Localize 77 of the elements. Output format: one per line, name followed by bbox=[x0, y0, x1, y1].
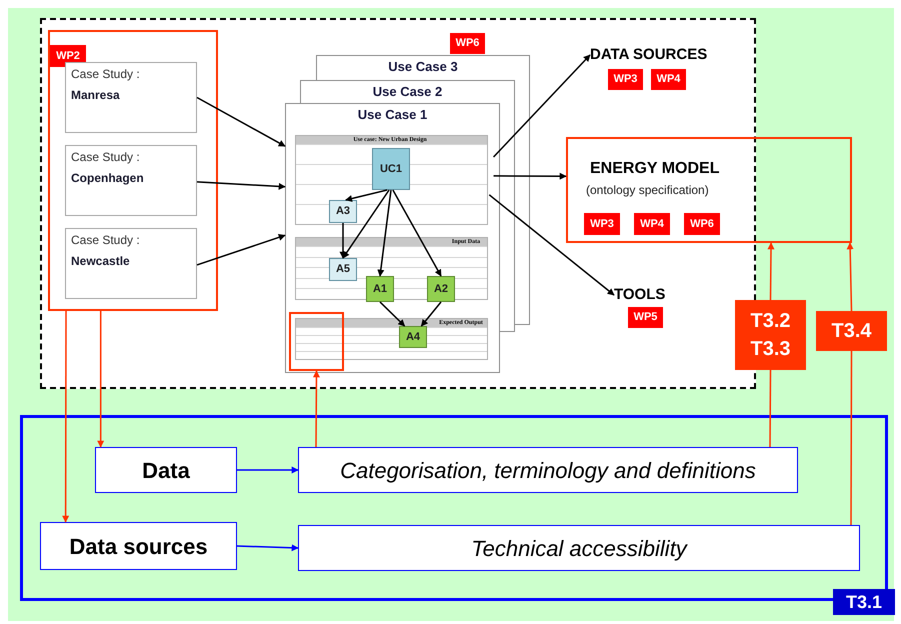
arrow bbox=[196, 96, 286, 147]
description-box bbox=[298, 525, 860, 571]
arrow bbox=[377, 190, 392, 277]
task-label: T3.4 bbox=[831, 319, 872, 344]
item-box bbox=[95, 447, 237, 493]
city-name: Newcastle bbox=[71, 254, 131, 269]
arrow bbox=[340, 223, 346, 259]
activity-label: A1 bbox=[372, 282, 388, 297]
document-page bbox=[285, 103, 500, 373]
city-name: Copenhagen bbox=[71, 171, 145, 186]
case-study-box bbox=[65, 145, 197, 216]
use-case-box bbox=[372, 148, 410, 190]
arrow bbox=[493, 54, 591, 158]
activity-label: A4 bbox=[406, 330, 420, 345]
activity-box bbox=[329, 200, 357, 223]
arrow bbox=[312, 370, 320, 447]
case-study-box bbox=[65, 228, 197, 299]
case-study-box bbox=[65, 62, 197, 133]
connector-line bbox=[850, 351, 852, 525]
heading-text: DATA SOURCES bbox=[590, 44, 708, 65]
work-package-badge: WP3 bbox=[608, 69, 643, 90]
task-badge bbox=[735, 300, 806, 370]
item-label: Data bbox=[142, 456, 190, 484]
task-badge: T3.1 bbox=[833, 589, 895, 615]
activity-label: A2 bbox=[434, 282, 448, 297]
arrow bbox=[236, 544, 299, 552]
model-subtitle: (ontology specification) bbox=[585, 182, 710, 199]
item-box bbox=[40, 522, 237, 570]
model-box bbox=[566, 137, 852, 243]
arrow bbox=[420, 302, 442, 327]
work-package-badge: WP4 bbox=[651, 69, 686, 90]
arrow bbox=[97, 311, 104, 448]
work-package-badge: WP4 bbox=[634, 213, 670, 235]
arrow bbox=[237, 466, 299, 474]
arrow bbox=[379, 301, 406, 327]
work-package-frame bbox=[48, 30, 218, 311]
document-page bbox=[316, 55, 530, 80]
task-label: T3.3 bbox=[750, 337, 791, 362]
work-package-badge: WP6 bbox=[450, 33, 485, 54]
activity-label: A5 bbox=[336, 262, 350, 278]
activity-label: UC1 bbox=[380, 162, 402, 177]
arrow bbox=[768, 242, 774, 300]
heading-text: TOOLS bbox=[614, 284, 666, 305]
activity-box bbox=[366, 276, 394, 302]
activity-label: A3 bbox=[336, 204, 350, 220]
highlight-frame bbox=[289, 312, 344, 371]
arrow bbox=[342, 190, 390, 259]
arrow bbox=[196, 181, 286, 190]
activity-box bbox=[399, 326, 427, 348]
activity-box bbox=[427, 276, 455, 302]
page-title: Use Case 2 bbox=[372, 84, 442, 100]
model-title: ENERGY MODEL bbox=[589, 159, 720, 179]
work-package-badge: WP6 bbox=[684, 213, 720, 235]
connector-line bbox=[769, 370, 772, 447]
work-package-badge: WP3 bbox=[584, 213, 620, 235]
item-label: Data sources bbox=[69, 532, 208, 560]
case-study-label: Case Study : bbox=[71, 150, 141, 165]
description-text: Technical accessibility bbox=[471, 534, 687, 563]
arrow bbox=[62, 311, 70, 523]
activity-box bbox=[329, 258, 357, 281]
arrow bbox=[345, 189, 388, 202]
description-box bbox=[298, 447, 798, 493]
page-title: Use Case 3 bbox=[388, 59, 458, 76]
city-name: Manresa bbox=[71, 88, 121, 103]
arrow bbox=[488, 194, 615, 296]
page-title: Use Case 1 bbox=[358, 107, 428, 124]
arrow bbox=[846, 242, 854, 312]
task-badge bbox=[816, 311, 887, 351]
work-package-badge: WP5 bbox=[628, 307, 663, 328]
case-study-label: Case Study : bbox=[71, 67, 141, 82]
arrow bbox=[392, 190, 442, 277]
arrow bbox=[494, 172, 567, 180]
case-study-label: Case Study : bbox=[71, 233, 141, 248]
arrow bbox=[196, 234, 286, 266]
document-page bbox=[300, 80, 515, 103]
task-label: T3.2 bbox=[750, 309, 791, 334]
description-text: Categorisation, terminology and definitions bbox=[340, 456, 756, 485]
